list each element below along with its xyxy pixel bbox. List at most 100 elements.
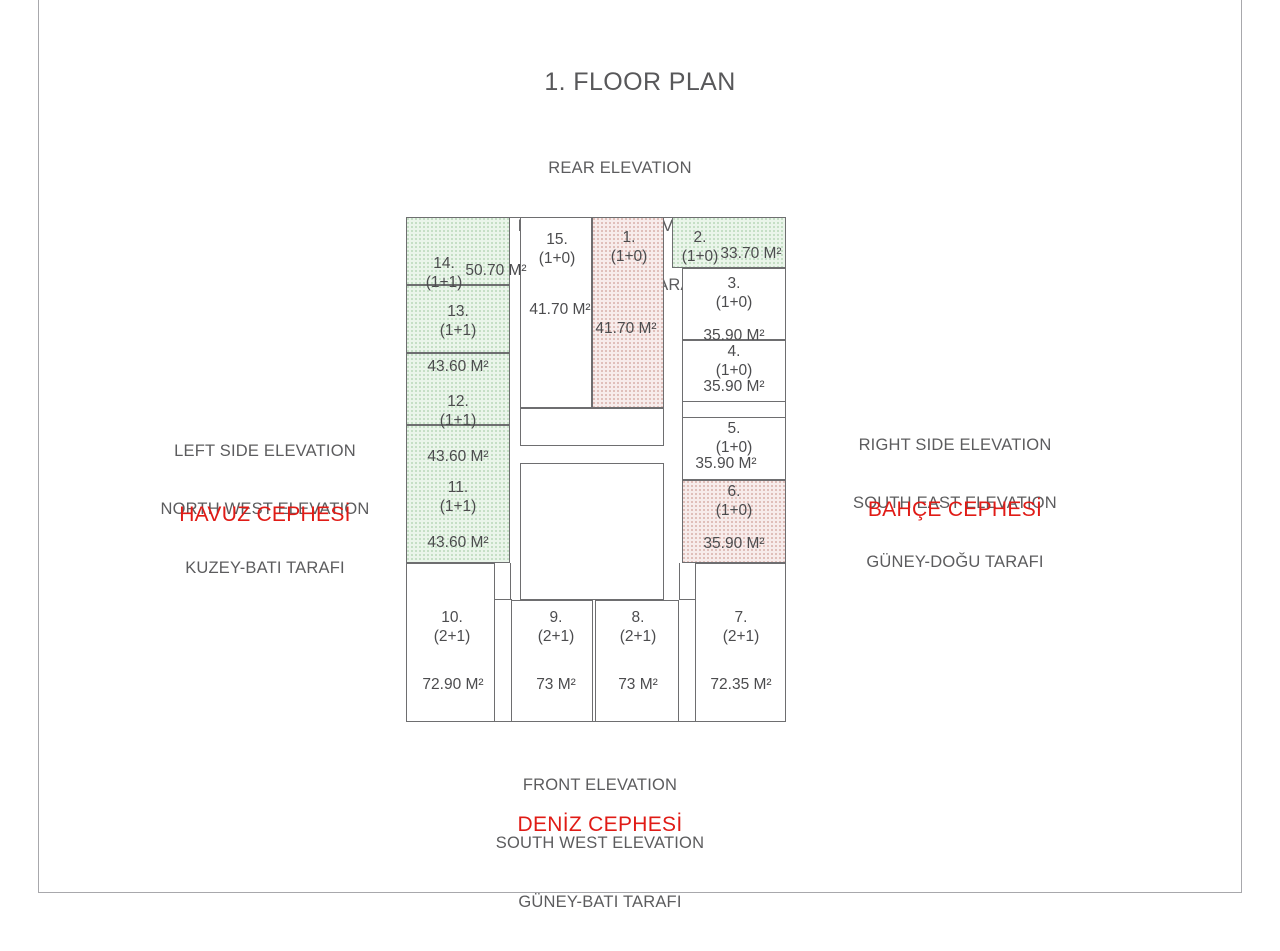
unit-4-shape[interactable] (682, 340, 786, 402)
wall-unit15-left (520, 217, 522, 408)
unit-3-type: (1+0) (715, 293, 753, 311)
wall-plan-top (406, 217, 786, 219)
front-elevation-highlight: DENİZ CEPHESİ (517, 813, 683, 836)
right-elevation-caption: RIGHT SIDE ELEVATION SOUTH EAST ELEVATIO… (805, 397, 1105, 611)
unit-12-area: 43.60 M² (427, 448, 489, 465)
unit-14-type: (1+1) (425, 273, 463, 291)
unit-5-shape[interactable] (682, 417, 786, 480)
unit-3-label: 3. (1+0) (686, 275, 782, 313)
left-elevation-line1: LEFT SIDE ELEVATION (174, 441, 356, 460)
unit-8-area: 73 M² (618, 676, 658, 693)
unit-11-shape[interactable] (406, 425, 510, 563)
wall-notch-left-horz (495, 599, 512, 601)
unit-13-area: 43.60 M² (427, 358, 489, 375)
unit-1-number: 1. (622, 229, 636, 246)
unit-5-type: (1+0) (715, 438, 753, 456)
right-elevation-line1: RIGHT SIDE ELEVATION (858, 435, 1052, 454)
unit-2-number: 2. (693, 229, 707, 246)
unit-7-number: 7. (734, 609, 748, 626)
unit-13-shape[interactable] (406, 285, 510, 353)
unit-13-label: 13. (1+1) (418, 303, 498, 341)
unit-7-type: (2+1) (722, 627, 760, 645)
wall-notch-left-step (494, 599, 496, 722)
wall-unit2-notch (672, 217, 674, 268)
unit-14-number: 14. (433, 255, 455, 272)
unit-2-area: 33.70 M² (720, 245, 782, 262)
unit-6-shape[interactable] (682, 480, 786, 563)
unit-9-area: 73 M² (536, 676, 576, 693)
unit-1-area: 41.70 M² (595, 320, 657, 337)
left-elevation-highlight: HAVUZ CEPHESİ (179, 503, 351, 526)
unit-15-area: 41.70 M² (529, 301, 591, 318)
unit-14-area: 50.70 M² (465, 262, 527, 279)
unit-11-type: (1+1) (439, 497, 477, 515)
unit-11-label: 11. (1+1) (418, 479, 498, 517)
floor-plan-page: 1. FLOOR PLAN REAR ELEVATION NORTH EAST … (38, 0, 1242, 911)
unit-10-label: 10. (2+1) (412, 609, 492, 647)
unit-5-number: 5. (727, 420, 741, 437)
unit-5-label: 5. (1+0) (686, 420, 782, 458)
unit-4-type: (1+0) (715, 361, 753, 379)
unit-9-label: 9. (2+1) (516, 609, 596, 647)
wall-notch-right-horz (679, 599, 696, 601)
wall-unit3-left (682, 268, 684, 563)
right-elevation-line3: GÜNEY-DOĞU TARAFI (866, 552, 1044, 571)
unit-6-label: 6. (1+0) (686, 483, 782, 521)
unit-8-type: (2+1) (619, 627, 657, 645)
page-title: 1. FLOOR PLAN (544, 68, 736, 96)
rear-elevation-line1: REAR ELEVATION (548, 158, 692, 177)
unit-7-label: 7. (2+1) (698, 609, 784, 647)
unit-15-shape[interactable] (520, 217, 592, 408)
unit-2-type: (1+0) (681, 247, 719, 265)
unit-4-number: 4. (727, 343, 741, 360)
unit-7-shape[interactable] (695, 563, 786, 722)
unit-5-area: 35.90 M² (695, 455, 757, 472)
unit-11-number: 11. (447, 479, 469, 496)
unit-13-number: 13. (447, 303, 469, 320)
wall-bottom-outer (406, 721, 786, 723)
unit-8-label: 8. (2+1) (598, 609, 678, 647)
unit-8-shape[interactable] (595, 600, 679, 722)
unit-9-shape[interactable] (511, 600, 593, 722)
unit-1-shape[interactable] (592, 217, 664, 408)
unit-11-area: 43.60 M² (427, 534, 489, 551)
unit-9-number: 9. (549, 609, 563, 626)
unit-1-label: 1. (1+0) (594, 229, 664, 267)
unit-4-area: 35.90 M² (703, 378, 765, 395)
wall-left-outer (406, 563, 408, 722)
front-elevation-line1: FRONT ELEVATION (522, 775, 678, 794)
unit-12-label: 12. (1+1) (418, 393, 498, 431)
right-elevation-highlight: BAHÇE CEPHESİ (867, 498, 1043, 521)
unit-1-type: (1+0) (610, 247, 648, 265)
unit-15-type: (1+0) (538, 249, 576, 267)
unit-14-label: 14. (1+1) (414, 255, 474, 293)
left-elevation-line2: NORTH WEST ELEVATION (160, 500, 370, 519)
unit-10-shape[interactable] (406, 563, 495, 722)
wall-notch-left-vert (510, 563, 512, 600)
unit-12-shape[interactable] (406, 353, 510, 425)
front-elevation-caption: FRONT ELEVATION SOUTH WEST ELEVATION GÜN… (400, 737, 800, 951)
unit-10-area: 72.90 M² (422, 676, 484, 693)
unit-9-type: (2+1) (537, 627, 575, 645)
unit-10-type: (2+1) (433, 627, 471, 645)
front-elevation-line3: GÜNEY-BATI TARAFI (518, 892, 682, 911)
unit-13-type: (1+1) (439, 321, 477, 339)
unit-15-number: 15. (546, 231, 568, 248)
wall-notch-right-step (695, 599, 697, 722)
unit-12-number: 12. (447, 393, 469, 410)
unit-15-label: 15. (1+0) (522, 231, 592, 269)
floor-plan-drawing: 14. (1+1) 50.70 M² 13. (1+1) 43.60 M² 12… (406, 217, 787, 723)
unit-6-type: (1+0) (715, 501, 753, 519)
unit-6-area: 35.90 M² (703, 535, 765, 552)
front-elevation-line2: SOUTH WEST ELEVATION (495, 834, 705, 853)
left-elevation-line3: KUZEY-BATI TARAFI (185, 558, 345, 577)
unit-2-label: 2. (1+0) (668, 229, 732, 267)
unit-4-label: 4. (1+0) (686, 343, 782, 381)
left-elevation-caption: LEFT SIDE ELEVATION NORTH WEST ELEVATION… (75, 403, 455, 617)
central-core-upper (520, 408, 664, 446)
unit-3-area: 35.90 M² (703, 327, 765, 344)
unit-12-type: (1+1) (439, 411, 477, 429)
unit-2-shape[interactable] (672, 217, 786, 268)
unit-7-area: 72.35 M² (710, 676, 772, 693)
unit-8-number: 8. (631, 609, 645, 626)
